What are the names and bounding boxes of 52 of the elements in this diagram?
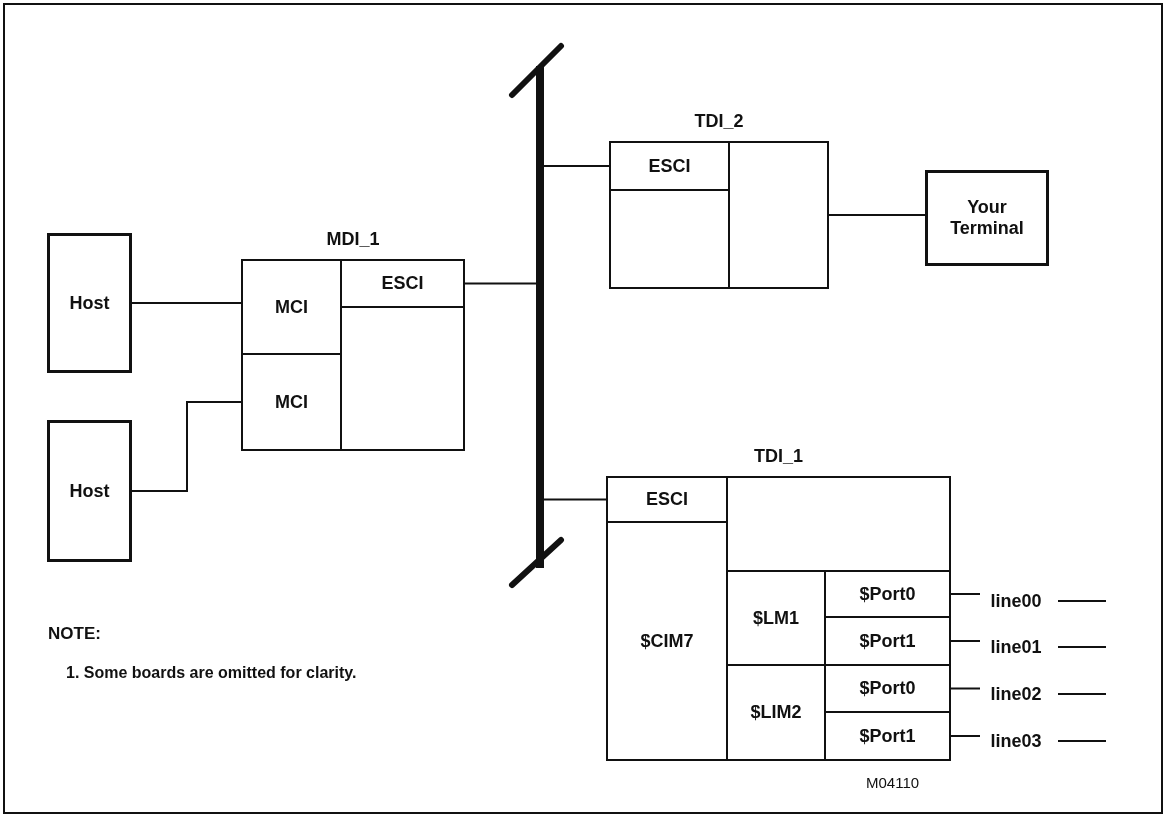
device-box <box>47 420 132 562</box>
board-label: MDI_1 <box>326 228 380 251</box>
module-label: Host <box>69 292 110 314</box>
module-box <box>609 141 730 191</box>
connector-line <box>828 214 926 216</box>
module-label: Host <box>69 480 110 502</box>
note-text: 1. Some boards are omitted for clarity. <box>66 664 357 682</box>
module-label: $LM1 <box>753 607 799 629</box>
board-label: TDI_2 <box>694 110 744 133</box>
module-label: Your Terminal <box>949 197 1025 239</box>
module-box <box>606 521 728 761</box>
empty-slot <box>609 189 730 289</box>
connector-line <box>131 302 242 304</box>
module-label: $Port1 <box>859 630 916 652</box>
module-box <box>340 259 465 308</box>
connector-line <box>543 165 610 167</box>
note-text: NOTE: <box>48 624 101 644</box>
connector-line <box>950 640 981 642</box>
line-label: line00 <box>990 590 1042 612</box>
connector-line <box>950 735 981 737</box>
module-label: $LIM2 <box>750 702 802 723</box>
empty-slot <box>726 476 951 572</box>
device-box <box>47 233 132 373</box>
connector-line <box>950 687 981 690</box>
connector-line <box>1057 600 1107 602</box>
line-label: line01 <box>990 636 1042 658</box>
board-label: TDI_1 <box>754 445 803 468</box>
module-label: ESCI <box>381 273 424 294</box>
module-box <box>241 259 342 355</box>
connector-line <box>543 498 607 501</box>
module-label: $CIM7 <box>640 630 694 652</box>
figure-code: M04110 <box>866 774 920 791</box>
connector-line <box>1057 693 1107 695</box>
connector-line <box>1057 740 1107 742</box>
module-label: ESCI <box>648 155 691 177</box>
module-box <box>824 711 951 761</box>
module-box <box>241 353 342 451</box>
module-box <box>606 476 728 523</box>
line-label: line02 <box>990 683 1042 705</box>
module-label: MCI <box>275 391 308 413</box>
device-box <box>925 170 1049 266</box>
connector-line <box>464 282 537 285</box>
connector-line <box>1057 646 1107 648</box>
module-label: MCI <box>275 296 308 318</box>
connector-line <box>131 401 242 492</box>
module-label: $Port0 <box>859 583 916 605</box>
empty-slot <box>728 141 829 289</box>
module-label: $Port1 <box>859 725 916 747</box>
connector-line <box>950 593 981 595</box>
module-label: ESCI <box>646 489 688 510</box>
module-label: $Port0 <box>859 678 916 699</box>
line-label: line03 <box>990 730 1042 752</box>
